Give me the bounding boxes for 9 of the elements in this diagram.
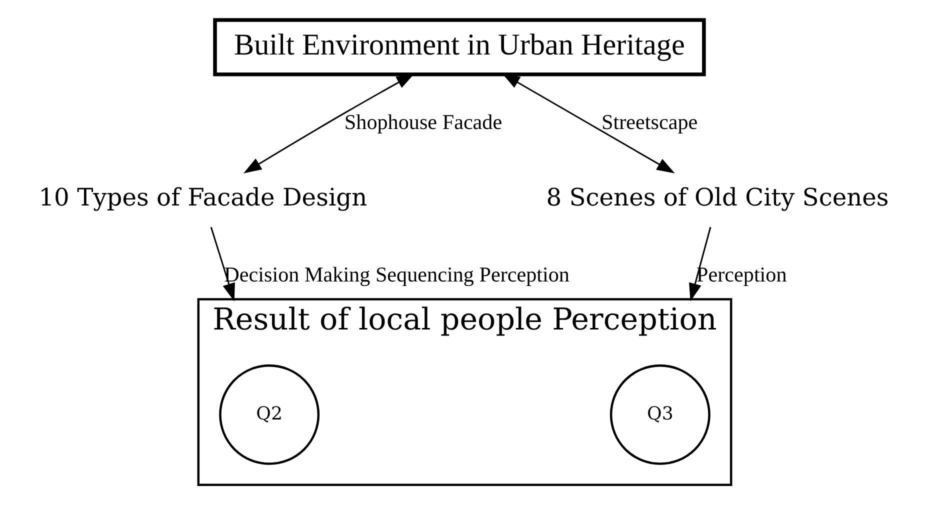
node-circle: Q3 [610, 364, 710, 464]
arrow [210, 226, 235, 301]
node-box: Built Environment in Urban Heritage [213, 18, 706, 76]
edge-label: Shophouse Facade [344, 109, 502, 134]
edge-label: Streetscape [602, 109, 698, 134]
node-circle: Q2 [219, 364, 320, 464]
arrow [689, 226, 712, 301]
node-text: 8 Scenes of Old City Scenes [546, 182, 889, 211]
node-text: 10 Types of Facade Design [38, 182, 368, 211]
